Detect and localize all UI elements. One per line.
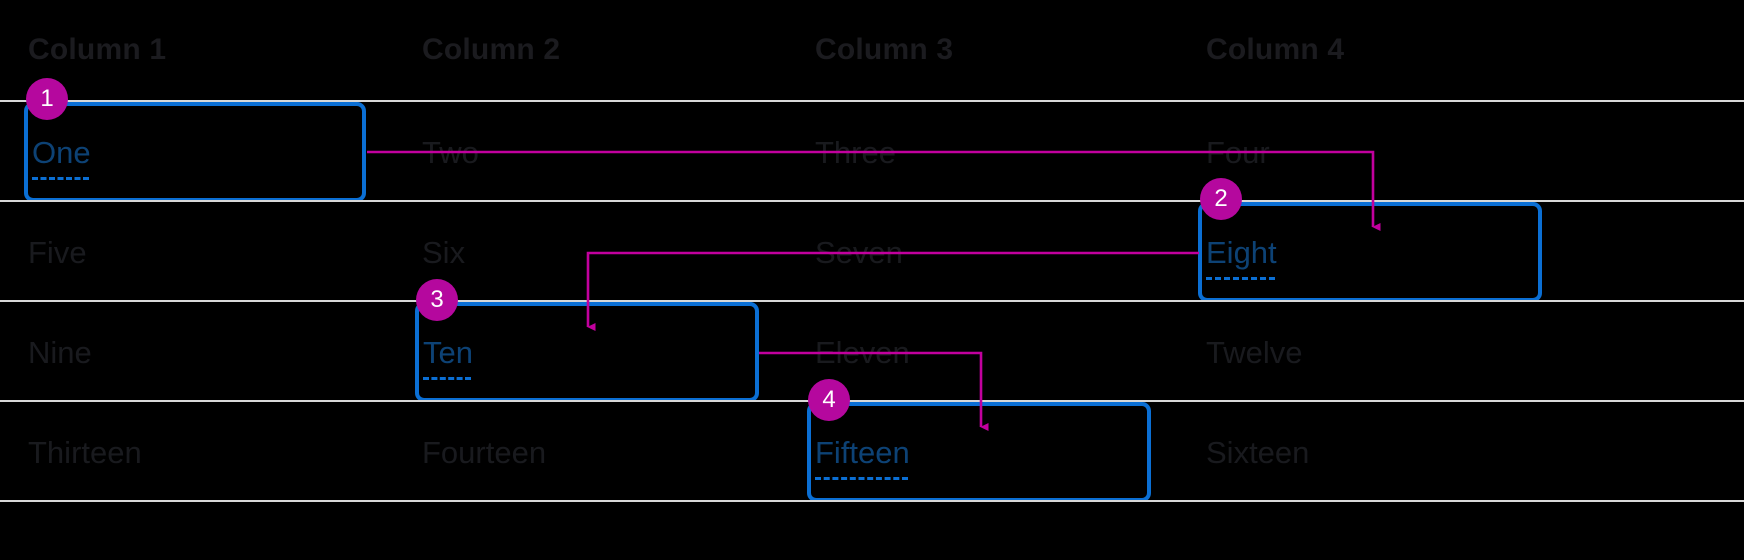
table-cell-highlighted[interactable]: One bbox=[24, 102, 366, 202]
step-badge-1: 1 bbox=[26, 78, 68, 120]
table-row[interactable]: Five Six Seven Eight bbox=[0, 202, 1744, 302]
cell-value: Thirteen bbox=[28, 434, 142, 470]
cell-value: Eight bbox=[1202, 237, 1277, 280]
table-cell-highlighted[interactable]: Eight bbox=[1198, 202, 1542, 302]
table-cell[interactable]: Two bbox=[422, 102, 479, 202]
cell-value: Sixteen bbox=[1206, 434, 1310, 470]
step-badge-2: 2 bbox=[1200, 178, 1242, 220]
cell-value: Nine bbox=[28, 334, 92, 370]
cell-value: Two bbox=[422, 134, 479, 170]
cell-value: Eleven bbox=[815, 334, 910, 370]
table-cell[interactable]: Three bbox=[815, 102, 896, 202]
column-header-3: Column 3 bbox=[815, 33, 954, 66]
step-badge-3: 3 bbox=[416, 279, 458, 321]
cell-value: Fourteen bbox=[422, 434, 547, 470]
step-badge-4: 4 bbox=[808, 379, 850, 421]
table-cell[interactable]: Thirteen bbox=[28, 402, 142, 502]
table-row[interactable]: Nine Ten Eleven Twelve bbox=[0, 302, 1744, 402]
cell-value: Ten bbox=[419, 337, 473, 380]
table-cell[interactable]: Fourteen bbox=[422, 402, 546, 502]
column-header-2: Column 2 bbox=[422, 33, 561, 66]
cell-value: Five bbox=[28, 234, 87, 270]
table-cell-highlighted[interactable]: Ten bbox=[415, 302, 759, 402]
table-cell[interactable]: Sixteen bbox=[1206, 402, 1309, 502]
cell-value: Four bbox=[1206, 134, 1270, 170]
table-bottom-border bbox=[0, 500, 1744, 502]
cell-value: Fifteen bbox=[811, 437, 910, 480]
cell-value: Three bbox=[815, 134, 896, 170]
cell-value: Twelve bbox=[1206, 334, 1303, 370]
table-cell[interactable]: Seven bbox=[815, 202, 903, 302]
cell-value: Six bbox=[422, 234, 466, 270]
table-row[interactable]: Thirteen Fourteen Fifteen Sixteen bbox=[0, 402, 1744, 502]
table-header-row: Column 1 Column 2 Column 3 Column 4 bbox=[0, 0, 1744, 100]
column-header-4: Column 4 bbox=[1206, 33, 1345, 66]
column-header-1: Column 1 bbox=[28, 33, 167, 66]
table-cell[interactable]: Nine bbox=[28, 302, 92, 402]
table-cell[interactable]: Five bbox=[28, 202, 87, 302]
cell-value: One bbox=[28, 137, 91, 180]
row-divider bbox=[0, 100, 1744, 102]
table-cell-highlighted[interactable]: Fifteen bbox=[807, 402, 1151, 502]
table-cell[interactable]: Twelve bbox=[1206, 302, 1302, 402]
table-row[interactable]: One Two Three Four bbox=[0, 102, 1744, 202]
cell-value: Seven bbox=[815, 234, 903, 270]
table-cell[interactable]: Six bbox=[422, 202, 465, 302]
